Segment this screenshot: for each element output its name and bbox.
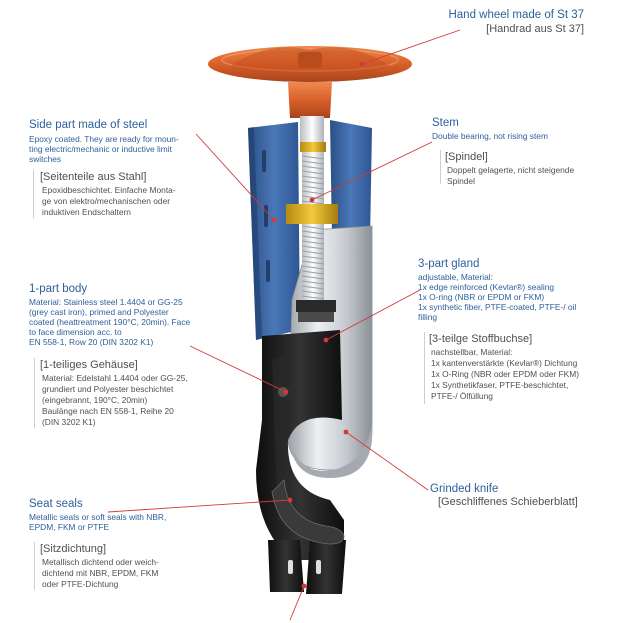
stem-thread xyxy=(301,285,325,290)
leader-knife xyxy=(345,431,429,491)
side-title: Side part made of steel xyxy=(29,119,148,131)
handwheel-title-de: [Handrad aus St 37] xyxy=(486,23,584,35)
hand-wheel xyxy=(208,46,412,118)
red-dot-icon xyxy=(359,61,365,67)
stem-thread xyxy=(301,235,325,240)
leader-seat xyxy=(107,499,291,513)
stem-title: Stem xyxy=(432,117,459,129)
side-title-de: [Seitenteile aus Stahl] xyxy=(40,171,147,183)
seat-title: Seat seals xyxy=(29,498,83,510)
body-title-de: [1-teiliges Gehäuse] xyxy=(40,359,138,371)
gland-desc-de-5: PTFE-/ Ölfüllung xyxy=(431,391,493,401)
stem-thread xyxy=(301,155,325,160)
seat-desc-de-2: dichtend mit NBR, EPDM, FKM xyxy=(42,568,159,578)
body-desc-de-3: (eingebrannt, 190°C, 20min) xyxy=(42,395,148,405)
red-dot-icon xyxy=(271,217,277,223)
stem-thread xyxy=(301,260,325,265)
stem-thread xyxy=(301,255,325,260)
gland-desc-4: 1x synthetic fiber, PTFE-coated, PTFE-/ … xyxy=(418,302,577,312)
stem-thread xyxy=(301,160,325,165)
side-desc-3: switches xyxy=(29,154,62,164)
stem-title-de: [Spindel] xyxy=(445,151,488,163)
body-desc-5: EN 558-1, Row 20 (DIN 3202 K1) xyxy=(29,337,154,347)
gland-desc-3: 1x O-ring (NBR or EPDM or FKM) xyxy=(418,292,545,302)
stem-thread xyxy=(301,175,325,180)
leader-bottom xyxy=(289,585,305,621)
gland-desc-de-3: 1x O-Ring (NBR oder EPDM oder FKM) xyxy=(431,369,579,379)
stem-thread xyxy=(301,240,325,245)
body-desc-4: to face dimension acc. to xyxy=(29,327,122,337)
body-desc-2: (grey cast iron), primed and Polyester xyxy=(29,307,169,317)
body-desc-de-5: (DIN 3202 K1) xyxy=(42,417,96,427)
side-desc-de-2: ge von elektro/mechanischen oder xyxy=(42,196,171,206)
gland-desc-5: filling xyxy=(418,312,438,322)
body-desc-de-1: Material: Edelstahl 1.4404 oder GG-25, xyxy=(42,373,188,383)
red-dot-icon xyxy=(343,429,349,435)
stem xyxy=(286,116,338,302)
gland-title-de: [3-teilge Stoffbuchse] xyxy=(429,333,533,345)
red-dot-icon xyxy=(287,497,293,503)
leader-handwheel xyxy=(361,29,461,65)
stem-thread xyxy=(301,230,325,235)
stem-desc-de-1: Doppelt gelagerte, nicht steigende xyxy=(447,165,575,175)
stem-thread xyxy=(301,290,325,295)
side-desc-de-3: induktiven Endschaltern xyxy=(42,207,131,217)
seat-title-de: [Sitzdichtung] xyxy=(40,543,107,555)
red-dot-icon xyxy=(323,337,329,343)
handwheel-title: Hand wheel made of St 37 xyxy=(448,9,584,21)
stem-thread xyxy=(301,245,325,250)
seat-seal xyxy=(271,479,345,545)
side-desc-de-1: Epoxidbeschichtet. Einfache Monta- xyxy=(42,185,176,195)
stem-thread xyxy=(301,275,325,280)
gland-desc-1: adjustable, Material: xyxy=(418,272,493,282)
stem-desc-de-2: Spindel xyxy=(447,176,475,186)
stem-thread xyxy=(301,190,325,195)
stem-thread xyxy=(301,195,325,200)
seat-desc-2: EPDM, FKM or PTFE xyxy=(29,522,110,532)
body-desc-de-2: grundiert und Polyester beschichtet xyxy=(42,384,174,394)
stem-thread xyxy=(301,250,325,255)
stem-thread xyxy=(301,200,325,205)
gland-desc-de-2: 1x kantenverstärkte (Kevlar®) Dichtung xyxy=(431,358,578,368)
seat-desc-de-3: oder PTFE-Dichtung xyxy=(42,579,119,589)
red-dot-icon xyxy=(309,197,315,203)
gland-desc-de-4: 1x Synthetikfaser, PTFE-beschichtet, xyxy=(431,380,569,390)
seat-desc-de-1: Metallisch dichtend oder weich- xyxy=(42,557,159,567)
body-desc-3: coated (heattreatment 190°C, 20min). Fac… xyxy=(29,317,191,327)
stem-thread xyxy=(301,270,325,275)
side-part-steel xyxy=(248,120,372,340)
stem-thread xyxy=(301,165,325,170)
gland-desc-de-1: nachstellbar, Material: xyxy=(431,347,513,357)
red-dot-icon xyxy=(301,583,307,589)
leader-gland xyxy=(325,289,421,341)
leader-body xyxy=(189,345,287,393)
gland-title: 3-part gland xyxy=(418,258,480,270)
body-title: 1-part body xyxy=(29,283,88,295)
leader-lines xyxy=(107,29,461,621)
stem-thread xyxy=(301,265,325,270)
stem-thread xyxy=(301,225,325,230)
body-desc-1: Material: Stainless steel 1.4404 or GG-2… xyxy=(29,297,183,307)
stem-thread xyxy=(301,180,325,185)
stem-thread xyxy=(301,280,325,285)
leader-stem xyxy=(311,141,433,201)
seat-desc-1: Metallic seals or soft seals with NBR, xyxy=(29,512,167,522)
stem-thread xyxy=(301,170,325,175)
leader-side xyxy=(195,133,275,221)
knife-title: Grinded knife xyxy=(430,483,499,495)
side-desc-2: ting electric/mechanic or inductive limi… xyxy=(29,144,172,154)
stem-thread xyxy=(301,295,325,300)
side-desc-1: Epoxy coated. They are ready for moun- xyxy=(29,134,179,144)
stem-desc: Double bearing, not rising stem xyxy=(432,131,548,141)
knife-title-de: [Geschliffenes Schieberblatt] xyxy=(438,496,578,508)
red-dot-icon xyxy=(283,389,289,395)
stem-thread xyxy=(301,185,325,190)
gland-desc-2: 1x edge reinforced (Kevlar®) sealing xyxy=(418,282,555,292)
body-desc-de-4: Baulänge nach EN 558-1, Reihe 20 xyxy=(42,406,174,416)
